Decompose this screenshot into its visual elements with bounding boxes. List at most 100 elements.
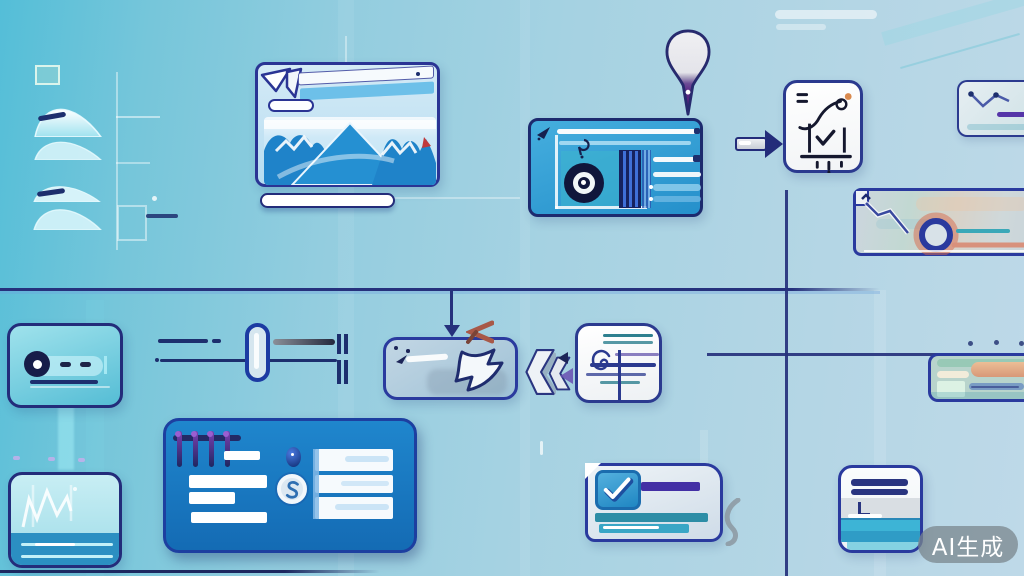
mint-block: [937, 381, 965, 397]
guide-line-horizontal: [555, 206, 647, 209]
white-bar: [848, 514, 882, 518]
deco-dash: [146, 214, 178, 218]
teal-bar: [595, 513, 708, 522]
mini-chart-card: [8, 472, 122, 568]
progress-line-faint: [30, 386, 110, 388]
vinyl-record-icon: [564, 163, 604, 203]
media-item-card: [585, 463, 723, 542]
oval-dot: [291, 453, 294, 456]
flow-divider-line: [0, 288, 880, 291]
list-row-bar: [224, 451, 260, 460]
accent-bar: [997, 112, 1024, 117]
fold-doodle-icon: [260, 67, 303, 99]
slider-track-short: [158, 339, 208, 343]
content-streak: [341, 481, 389, 486]
table-strip-panel: [928, 353, 1024, 402]
track-dash: [80, 362, 91, 367]
spiral-doodle-icon: [591, 349, 611, 371]
arrow-head: [765, 130, 783, 158]
cream-bar: [937, 371, 969, 378]
note-knob: [175, 431, 181, 437]
line-chart-doodle-icon: [796, 93, 852, 173]
slider-endstop: [337, 334, 341, 354]
light-band: [847, 542, 920, 550]
thumbnail-icon: [595, 470, 641, 510]
soft-bar: [916, 197, 1024, 211]
note-bar: [173, 435, 241, 441]
gray-curl-mark: [724, 498, 741, 546]
list-bar: [653, 172, 701, 177]
note-glyph-icon: [193, 431, 198, 467]
list-dot: [649, 197, 653, 201]
flow-vertical-line: [785, 190, 788, 576]
content-block: [313, 449, 393, 523]
hook-doodle-icon: [577, 138, 590, 159]
deco-dot: [78, 458, 85, 462]
s-badge-icon: [277, 474, 307, 504]
deco-line: [116, 162, 150, 164]
info-card: [838, 465, 923, 553]
deco-dot: [48, 457, 55, 461]
deco-dot: [994, 340, 999, 345]
oval-indicator: [286, 447, 301, 467]
analytics-strip-panel: [853, 188, 1024, 256]
slider-dot: [155, 358, 159, 362]
play-circle-icon: [24, 351, 50, 377]
navy-thin-bar: [971, 386, 1019, 388]
bg-streak: [58, 396, 74, 470]
watermark-badge: AI生成: [918, 526, 1018, 563]
content-left-strip: [313, 449, 319, 519]
text-line-bar: [615, 353, 659, 356]
staff-line-vertical: [618, 350, 621, 402]
slider-endstop: [344, 334, 348, 354]
watermark-text: AI生成: [931, 534, 1005, 561]
chevron-triangle: [560, 368, 573, 384]
slider-fill-bar: [273, 339, 335, 345]
content-streak: [345, 456, 389, 462]
cyan-bar: [599, 524, 689, 533]
sparkline-icon: [968, 91, 1010, 108]
slider-endstop: [337, 360, 341, 384]
arrow-highlight: [739, 141, 751, 145]
content-row: [315, 449, 393, 471]
text-line-bar: [851, 479, 908, 486]
deco-dot: [13, 456, 20, 460]
note-knob: [191, 431, 197, 437]
deco-rect-outline: [35, 65, 60, 85]
title-bar-indigo: [641, 482, 700, 491]
note-knob: [207, 431, 213, 437]
text-line-bar: [586, 373, 646, 376]
flow-drop-arrowhead-icon: [444, 325, 460, 337]
stripe-column-light: [642, 150, 651, 208]
footer-line: [21, 555, 113, 558]
faint-bar: [967, 124, 1024, 130]
s-glyph: [285, 480, 299, 499]
note-knob: [223, 431, 229, 437]
subtitle-bar: [559, 141, 691, 145]
deco-bar: [775, 10, 877, 19]
card-dot: [406, 349, 410, 353]
flow-horizontal-line: [707, 353, 1024, 356]
teal-wash: [931, 392, 1024, 399]
flow-drop-line: [450, 291, 453, 325]
document-card: [575, 323, 662, 403]
zigzag-chart-icon: [21, 485, 77, 528]
image-placeholder: [264, 117, 436, 185]
title-bar-cap: [694, 128, 700, 134]
list-row-bar: [191, 512, 267, 523]
content-row: [315, 475, 393, 493]
progress-pill: [260, 193, 395, 208]
sparkline-panel: [957, 80, 1024, 137]
track-dash: [60, 362, 71, 367]
search-pill: [268, 99, 314, 112]
orange-bar: [971, 362, 1024, 377]
progress-line: [30, 380, 98, 384]
deco-dot: [152, 196, 157, 201]
text-line-bar: [851, 489, 908, 495]
play-center-dot: [32, 359, 42, 369]
chevron-left-icon: [525, 349, 556, 396]
content-row: [315, 497, 393, 519]
title-bar: [557, 129, 697, 134]
l-glyph: [858, 502, 861, 516]
footer-line-highlight: [35, 543, 75, 546]
